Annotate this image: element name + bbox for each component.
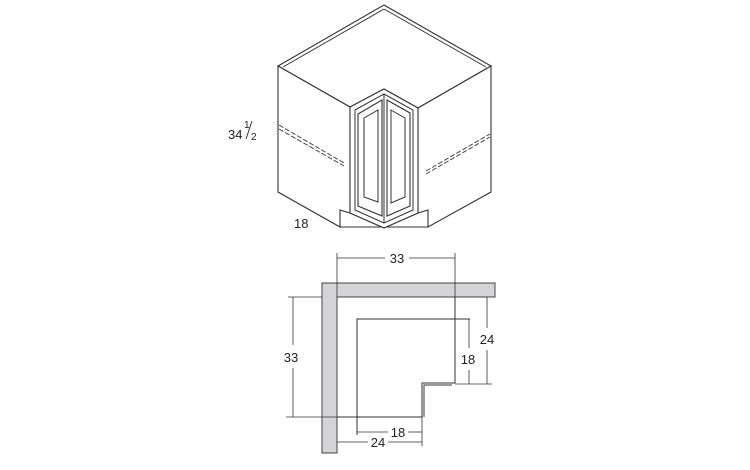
right-door-panel xyxy=(390,109,406,204)
height-label: 34 xyxy=(228,127,242,142)
cabinet-footprint xyxy=(337,297,456,418)
left-door-panel xyxy=(363,109,379,203)
corner-door-frame xyxy=(349,88,419,229)
right-shelf-line xyxy=(425,133,491,172)
bottom-inner-label: 18 xyxy=(391,425,405,440)
svg-text:2: 2 xyxy=(251,132,257,143)
plan-view: 33 33 24 18 18 24 xyxy=(284,251,496,454)
cabinet-inner-outline xyxy=(356,318,470,435)
right-inner-label: 18 xyxy=(461,352,475,367)
isometric-view: 34 1 2 18 xyxy=(228,4,493,231)
left-shelf-line xyxy=(278,124,345,164)
right-outer-label: 24 xyxy=(480,332,494,347)
bottom-outer-label: 24 xyxy=(371,435,385,450)
svg-text:1: 1 xyxy=(244,120,250,131)
wall xyxy=(321,282,496,454)
right-door xyxy=(386,99,411,217)
width-left-label: 33 xyxy=(284,350,298,365)
depth-label: 18 xyxy=(294,216,308,231)
width-top-label: 33 xyxy=(390,251,404,266)
